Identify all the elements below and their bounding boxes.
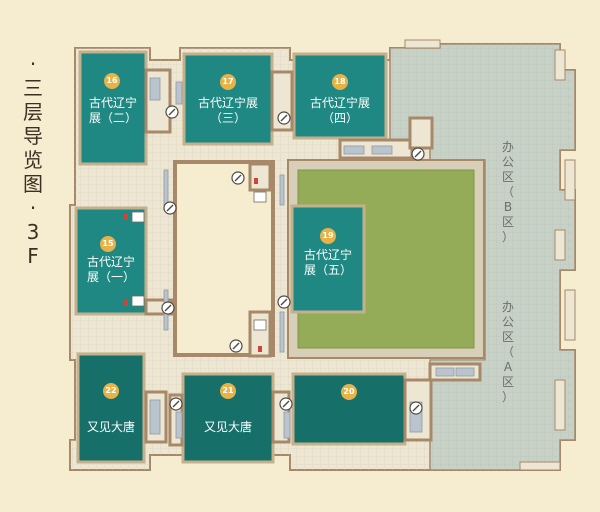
restroom-icon xyxy=(131,191,267,331)
title-char: 三 xyxy=(23,76,43,100)
office-char: ） xyxy=(501,230,514,244)
office-zone-a-label: 办 公 区 （ A 区 ） xyxy=(500,300,516,405)
office-char: 公 xyxy=(501,315,514,329)
title-char: 层 xyxy=(23,100,43,124)
hall-19 xyxy=(290,204,366,314)
office-char: ） xyxy=(501,390,514,404)
office-char: B xyxy=(503,200,513,214)
title-char: F xyxy=(27,244,39,268)
title-char: · xyxy=(29,196,37,220)
office-char: 办 xyxy=(501,300,514,314)
hall-18 xyxy=(292,52,388,140)
office-zone-b-label: 办 公 区 （ B 区 ） xyxy=(500,140,516,245)
room-number-badge: 18 xyxy=(332,74,348,90)
exit-marker xyxy=(124,178,262,352)
room-number-badge: 16 xyxy=(104,73,120,89)
hall-17 xyxy=(182,52,274,146)
office-char: 区 xyxy=(501,215,514,229)
office-char: （ xyxy=(501,185,514,199)
floor-guide-title: · 三 层 导 览 图 · 3 F xyxy=(18,52,48,268)
office-char: 区 xyxy=(501,375,514,389)
hall-22 xyxy=(76,352,146,464)
office-char: （ xyxy=(501,345,514,359)
title-char: · xyxy=(29,52,37,76)
office-char: A xyxy=(503,360,513,374)
room-number-badge: 15 xyxy=(100,236,116,252)
office-char: 区 xyxy=(501,330,514,344)
title-char: 图 xyxy=(23,172,43,196)
title-char: 览 xyxy=(23,148,43,172)
office-char: 区 xyxy=(501,170,514,184)
title-char: 导 xyxy=(23,124,43,148)
title-char: 3 xyxy=(26,220,40,244)
room-number-badge: 21 xyxy=(220,383,236,399)
room-number-badge: 20 xyxy=(341,384,357,400)
office-char: 公 xyxy=(501,155,514,169)
room-number-badge: 22 xyxy=(103,383,119,399)
room-number-badge: 19 xyxy=(320,228,336,244)
hall-16 xyxy=(78,50,148,166)
room-number-badge: 17 xyxy=(220,74,236,90)
office-char: 办 xyxy=(501,140,514,154)
